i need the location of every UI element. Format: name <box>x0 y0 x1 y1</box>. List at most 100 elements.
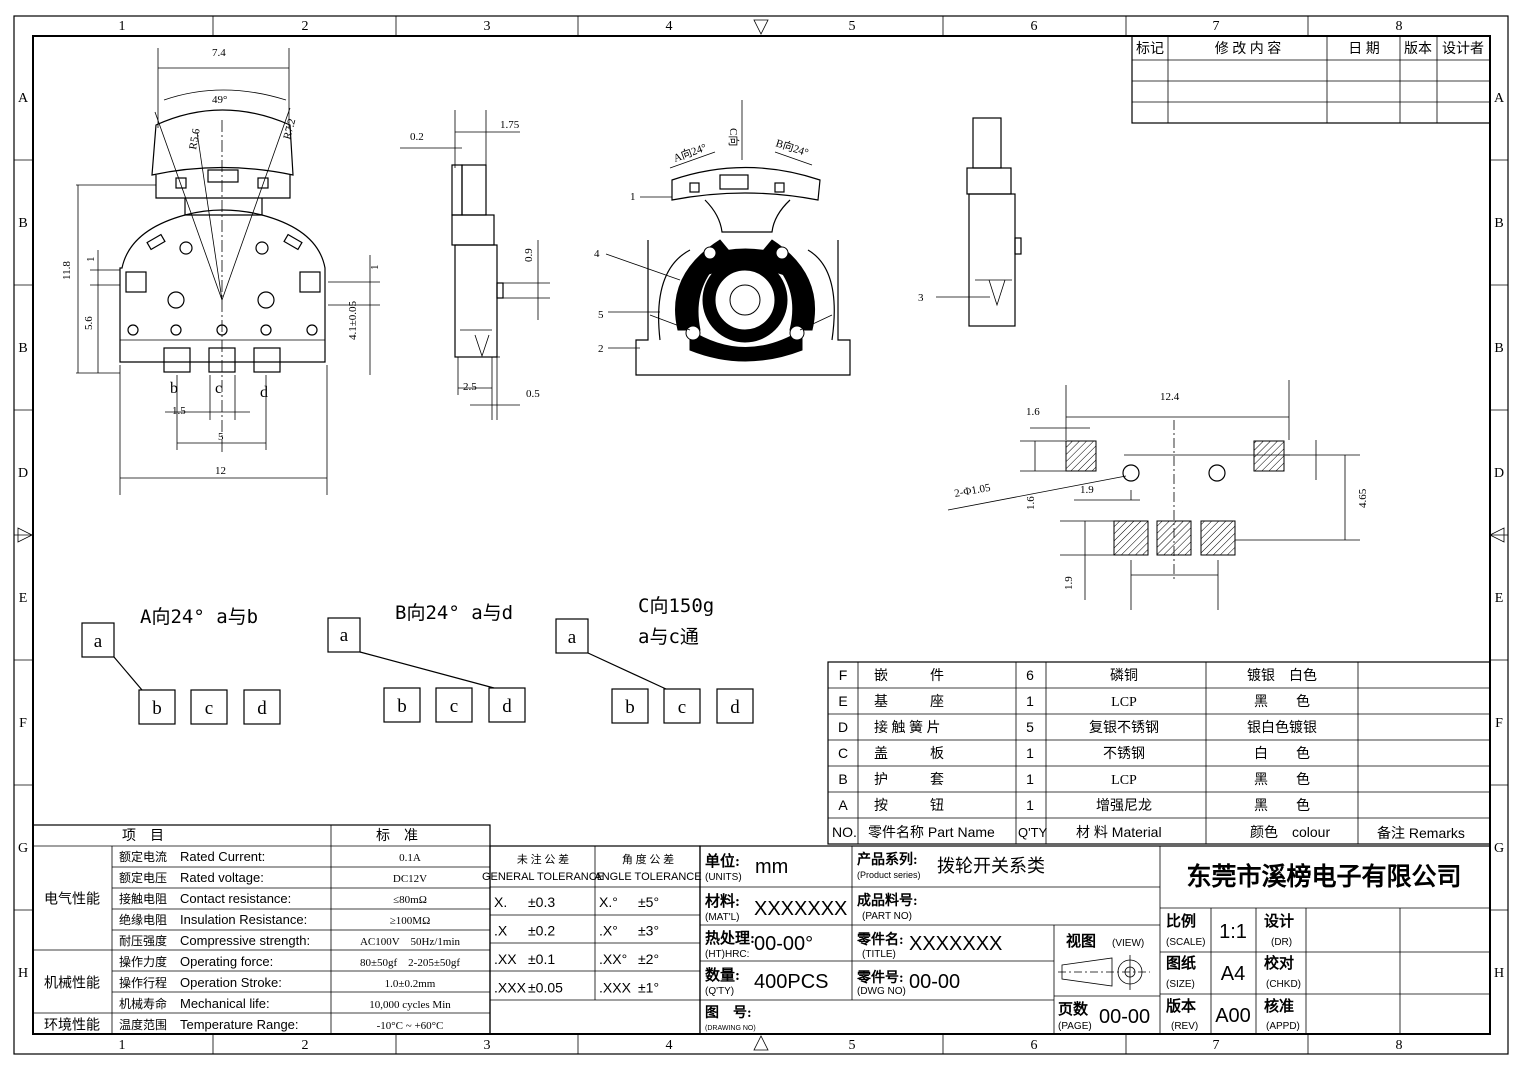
dimension-label: 4.1±0.05 <box>347 300 359 340</box>
part-qty: 1 <box>1026 693 1034 709</box>
part-title-label: 零件名: <box>856 931 904 948</box>
revision-value: A00 <box>1215 1005 1251 1027</box>
tolerance-angle-value: ±3° <box>638 923 659 939</box>
part-id: B <box>838 771 847 787</box>
callout-label: 1 <box>630 191 636 203</box>
dimension-label: 1.9 <box>1080 484 1094 496</box>
revision-header: 修 改 内 容 <box>1215 40 1282 57</box>
heat-label: 热处理: <box>705 929 755 947</box>
row-label: B <box>1494 216 1503 231</box>
part-number-label: 成品料号: <box>857 892 918 909</box>
column-label: 1 <box>119 19 126 34</box>
switch-diagram-a: A向24° a与b a b c d <box>81 606 281 725</box>
column-label: 4 <box>666 1038 673 1053</box>
part-name: 护 套 <box>874 772 944 788</box>
units-label: 单位: <box>705 852 740 870</box>
callout-label: 2 <box>598 343 604 355</box>
scale-label-en: (SCALE) <box>1166 937 1205 948</box>
part-colour: 白 色 <box>1254 745 1310 762</box>
part-qty: 6 <box>1026 667 1034 683</box>
spec-item-en: Operating force: <box>180 954 273 969</box>
spec-item-cn: 额定电压 <box>119 870 167 885</box>
terminal-label: b <box>397 696 407 717</box>
tolerance-angle-key: X.° <box>599 894 618 910</box>
dimension-label: 11.8 <box>61 261 73 280</box>
frame-column-labels: 1 2 3 4 5 6 7 8 1 2 3 4 5 6 7 8 <box>119 19 1403 1053</box>
column-label: 7 <box>1213 19 1220 34</box>
spec-group: 环境性能 <box>44 1018 100 1034</box>
revision-label: 版本 <box>1166 997 1196 1015</box>
terminal-label: a <box>568 627 577 648</box>
terminal-label: d <box>730 697 740 718</box>
callout-label: 3 <box>918 292 924 304</box>
tolerance-angle-key: .X° <box>599 923 618 939</box>
dimension-label: 1.6 <box>1025 496 1037 510</box>
tolerance-general-value: ±0.1 <box>528 951 555 967</box>
diagram-title: C向150g <box>638 595 714 617</box>
part-name: 嵌 件 <box>874 668 944 684</box>
series-label-en: (Product series) <box>857 870 921 880</box>
column-label: 6 <box>1031 19 1038 34</box>
row-label: E <box>19 591 28 606</box>
revision-header: 设计者 <box>1442 41 1484 57</box>
part-colour: 黑 色 <box>1254 693 1310 710</box>
dimension-label: 5 <box>218 431 224 443</box>
dimension-label: 0.9 <box>523 248 535 262</box>
general-tolerance-cn: 未 注 公 差 <box>517 852 569 866</box>
tolerance-general-key: .X <box>494 923 508 939</box>
material-value: XXXXXXX <box>754 898 847 920</box>
parts-header-material: 材 料 Material <box>1076 824 1162 840</box>
column-label: 3 <box>484 1038 491 1053</box>
tolerance-general-value: ±0.3 <box>528 894 555 910</box>
parts-header-remarks: 备注 Remarks <box>1377 825 1465 841</box>
part-colour: 黑 色 <box>1254 797 1310 814</box>
part-name: 接 触 簧 片 <box>874 719 941 736</box>
terminal-label: c <box>205 698 213 719</box>
diagram-title: a与c通 <box>638 626 699 648</box>
spec-item-cn: 绝缘电阻 <box>119 912 167 927</box>
part-material: 增强尼龙 <box>1096 798 1152 814</box>
dimension-label: 12.4 <box>1160 391 1180 403</box>
spec-item-en: Temperature Range: <box>180 1017 299 1032</box>
spec-group: 机械性能 <box>44 976 100 992</box>
parts-header-name: 零件名称 Part Name <box>868 824 995 840</box>
checked-label-en: (CHKD) <box>1266 979 1301 990</box>
company-name: 东莞市溪榜电子有限公司 <box>1186 862 1461 891</box>
drawing-number-label-en: (DRAWING NO) <box>705 1025 756 1032</box>
dimension-label: 2.5 <box>463 381 477 393</box>
dimension-label: 0.5 <box>526 388 540 400</box>
parts-header-colour: 颜色 colour <box>1250 824 1330 840</box>
terminal-label: d <box>257 698 267 719</box>
terminal-label: c <box>678 697 686 718</box>
part-id: D <box>838 719 848 735</box>
dwg-number-value: 00-00 <box>909 971 960 993</box>
row-label: D <box>18 466 28 481</box>
terminal-label: b <box>625 697 635 718</box>
spec-item-cn: 温度范围 <box>119 1017 167 1032</box>
tolerance-general-value: ±0.2 <box>528 923 555 939</box>
spec-item-en: Mechanical life: <box>180 996 270 1011</box>
qty-value: 400PCS <box>754 971 829 993</box>
qty-label: 数量: <box>705 966 740 984</box>
revision-header: 标记 <box>1136 41 1164 57</box>
dimension-label: 49° <box>212 94 227 106</box>
row-label: A <box>18 91 29 106</box>
material-label: 材料: <box>705 892 740 910</box>
dimension-label: 5.6 <box>83 316 95 330</box>
tolerance-table: 未 注 公 差 GENERAL TOLERANCE 角 度 公 差 ANGLE … <box>482 845 702 1035</box>
heat-value: 00-00° <box>754 933 813 955</box>
revision-table: 标记 修 改 内 容 日 期 版本 设计者 <box>1131 35 1491 124</box>
part-material: LCP <box>1111 773 1137 788</box>
spec-value: -10°C ~ +60°C <box>377 1020 444 1032</box>
tolerance-angle-value: ±5° <box>638 894 659 910</box>
diagram-title: B向24° a与d <box>395 602 513 624</box>
part-id: C <box>838 745 848 761</box>
spec-item-cn: 机械寿命 <box>119 996 167 1011</box>
row-label: H <box>18 966 28 981</box>
contact-view: A向24° B向24° C向 1 4 5 2 <box>594 100 851 376</box>
pin-label: b <box>170 380 178 397</box>
units-value: mm <box>755 856 788 878</box>
spec-header-item: 项 目 <box>122 829 164 844</box>
